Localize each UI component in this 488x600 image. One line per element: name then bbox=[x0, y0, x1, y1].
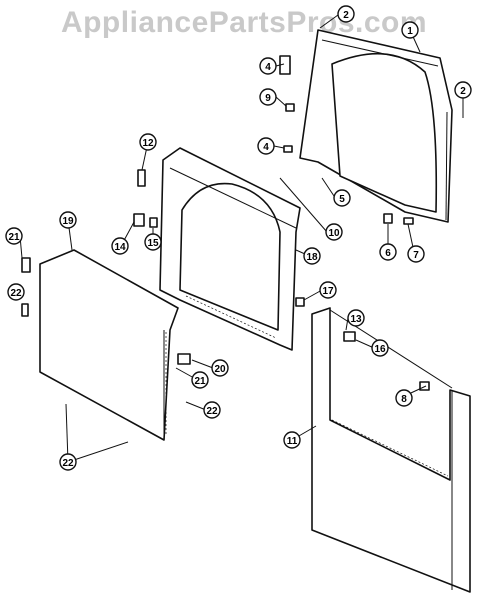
callout-12: 12 bbox=[139, 133, 157, 151]
callout-22b: 22 bbox=[203, 401, 221, 419]
callout-4b: 4 bbox=[257, 137, 275, 155]
svg-text:15: 15 bbox=[147, 238, 159, 249]
callout-10: 10 bbox=[325, 223, 343, 241]
svg-text:7: 7 bbox=[413, 250, 419, 261]
front-panel bbox=[39, 249, 179, 441]
svg-text:10: 10 bbox=[328, 228, 340, 239]
svg-text:2: 2 bbox=[343, 10, 349, 21]
callout-1: 1 bbox=[401, 21, 419, 39]
callout-16: 16 bbox=[371, 339, 389, 357]
svg-text:13: 13 bbox=[350, 314, 362, 325]
callout-15: 15 bbox=[144, 233, 162, 251]
svg-text:21: 21 bbox=[194, 376, 206, 387]
callout-2a: 2 bbox=[337, 5, 355, 23]
svg-text:5: 5 bbox=[339, 194, 345, 205]
callout-2b: 2 bbox=[454, 81, 472, 99]
svg-text:11: 11 bbox=[287, 436, 298, 447]
svg-text:22: 22 bbox=[10, 288, 22, 299]
callout-7: 7 bbox=[407, 245, 425, 263]
callout-17: 17 bbox=[319, 281, 337, 299]
svg-text:18: 18 bbox=[306, 252, 318, 263]
svg-text:12: 12 bbox=[142, 138, 154, 149]
svg-text:6: 6 bbox=[385, 248, 391, 259]
svg-text:9: 9 bbox=[265, 93, 271, 104]
callout-21a: 21 bbox=[5, 227, 23, 245]
svg-text:17: 17 bbox=[322, 286, 334, 297]
lower-panel bbox=[311, 307, 471, 593]
svg-text:4: 4 bbox=[263, 142, 269, 153]
rear-bulkhead-frame bbox=[299, 29, 453, 223]
callout-22c: 22 bbox=[59, 453, 77, 471]
svg-text:4: 4 bbox=[265, 62, 271, 73]
svg-text:16: 16 bbox=[374, 344, 386, 355]
callout-5: 5 bbox=[333, 189, 351, 207]
callout-8: 8 bbox=[395, 389, 413, 407]
callout-11: 11 bbox=[283, 431, 301, 449]
callout-18: 18 bbox=[303, 247, 321, 265]
callout-4a: 4 bbox=[259, 57, 277, 75]
svg-text:14: 14 bbox=[114, 242, 126, 253]
svg-text:19: 19 bbox=[62, 216, 74, 227]
svg-text:8: 8 bbox=[401, 394, 407, 405]
callout-22a: 22 bbox=[7, 283, 25, 301]
callout-20: 20 bbox=[211, 359, 229, 377]
front-bulkhead bbox=[159, 147, 301, 351]
callout-9: 9 bbox=[259, 88, 277, 106]
svg-text:21: 21 bbox=[8, 232, 20, 243]
callout-13: 13 bbox=[347, 309, 365, 327]
callout-6: 6 bbox=[379, 243, 397, 261]
svg-text:22: 22 bbox=[62, 458, 74, 469]
svg-text:20: 20 bbox=[214, 364, 226, 375]
callout-19: 19 bbox=[59, 211, 77, 229]
svg-text:1: 1 bbox=[407, 26, 413, 37]
callout-14: 14 bbox=[111, 237, 129, 255]
svg-text:2: 2 bbox=[460, 86, 466, 97]
callout-21b: 21 bbox=[191, 371, 209, 389]
svg-text:22: 22 bbox=[206, 406, 218, 417]
